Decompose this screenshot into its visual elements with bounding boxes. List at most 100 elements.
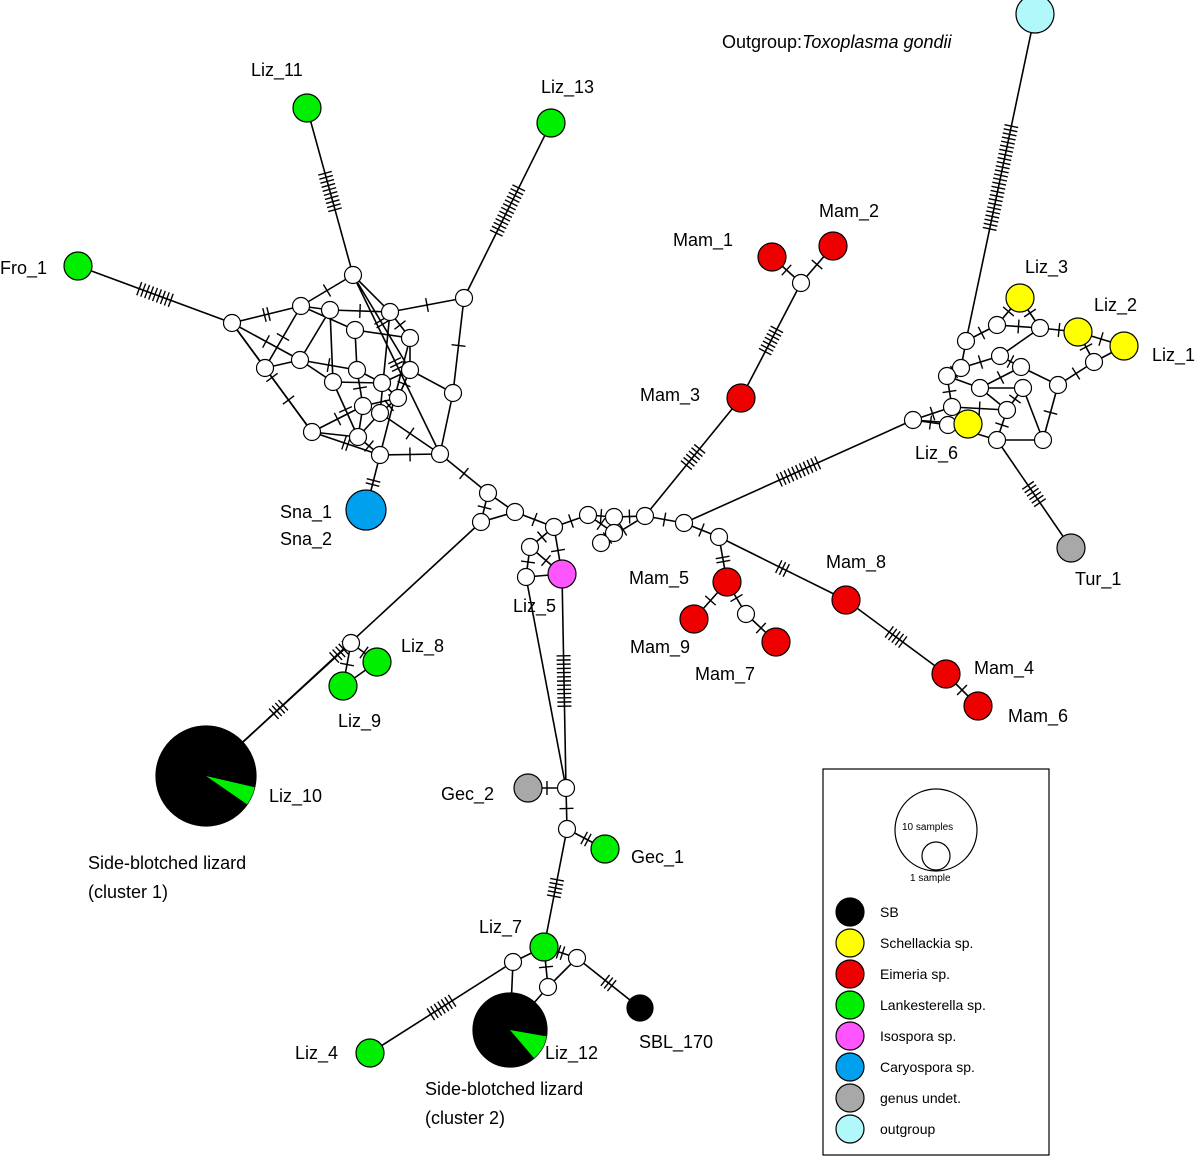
median-vector-node <box>557 819 577 839</box>
median-vector-node <box>1030 318 1050 338</box>
mutation-tick <box>704 595 717 606</box>
median-vector-node <box>1033 430 1053 450</box>
mutation-tick <box>282 395 295 405</box>
label-liz-5: Liz_5 <box>513 596 556 617</box>
mutation-tick <box>994 169 1009 174</box>
median-vector-node <box>1048 375 1068 395</box>
label-sbl-170: SBL_170 <box>639 1032 713 1053</box>
mutation-tick <box>144 284 151 299</box>
haplotype-node-sna <box>345 489 387 531</box>
haplotype-node-liz6 <box>953 409 983 439</box>
label-mam-6: Mam_6 <box>1008 706 1068 727</box>
median-vector-node <box>443 383 463 403</box>
haplotype-node-liz1 <box>1109 331 1139 361</box>
mutation-tick <box>929 406 936 421</box>
haplotype-pie-liz10-slice <box>206 776 255 805</box>
mutation-tick <box>338 405 353 414</box>
label-liz-8: Liz_8 <box>401 636 444 657</box>
mutation-tick <box>1002 132 1017 137</box>
median-vector-node <box>370 403 390 423</box>
median-vector-node <box>1013 378 1033 398</box>
mutation-tick <box>550 548 566 553</box>
mutation-tick <box>1021 480 1035 490</box>
median-vector-node <box>736 604 756 624</box>
mutation-tick <box>497 214 511 222</box>
mutation-tick <box>894 633 905 646</box>
haplotype-pie-liz12-slice <box>510 1030 547 1059</box>
mutation-tick <box>159 290 166 305</box>
median-vector-node <box>291 296 311 316</box>
outgroup-label: Outgroup:Toxoplasma gondii <box>722 32 952 52</box>
mutation-tick <box>599 508 603 524</box>
mutation-tick <box>341 435 347 450</box>
median-vector-node <box>604 507 624 527</box>
network-edge-a1-a14 <box>352 274 411 371</box>
mutation-tick <box>319 174 334 180</box>
haplotype-node-liz13 <box>536 108 566 138</box>
median-vector-node <box>372 373 392 393</box>
mutation-tick <box>140 283 147 297</box>
mutation-tick <box>339 662 355 667</box>
mutation-tick <box>998 152 1013 158</box>
median-vector-node <box>990 346 1010 366</box>
mutation-tick <box>536 531 548 543</box>
mutation-tick <box>504 199 518 207</box>
mutation-tick <box>810 457 818 472</box>
haplotype-node-liz4 <box>355 1038 385 1068</box>
median-vector-node <box>353 396 373 416</box>
network-nodes <box>63 0 1139 1068</box>
mutation-tick <box>983 222 998 227</box>
mutation-tick <box>451 343 466 348</box>
label-sb-cluster1-line2: (cluster 1) <box>88 882 168 902</box>
mutation-tick <box>662 512 667 527</box>
median-vector-node <box>951 358 971 378</box>
label-mam-4: Mam_4 <box>974 658 1034 679</box>
mutation-tick <box>389 360 404 369</box>
mutation-tick <box>1004 124 1019 129</box>
haplotype-node-mam6 <box>963 691 993 721</box>
mutation-tick <box>335 646 346 658</box>
mutation-tick <box>325 199 340 205</box>
network-edge-r11-r17 <box>1022 387 1044 441</box>
mutation-tick <box>990 189 1005 195</box>
mutation-tick <box>778 561 787 576</box>
mutation-tick <box>764 336 778 345</box>
median-vector-node <box>430 444 450 464</box>
mutation-tick <box>1017 319 1020 334</box>
mutation-tick <box>762 340 776 349</box>
mutation-tick <box>730 593 743 603</box>
mutation-tick <box>1000 144 1014 149</box>
median-vector-node <box>556 778 576 798</box>
mutation-tick <box>502 202 516 211</box>
label-liz-10: Liz_10 <box>269 786 322 807</box>
mutation-tick <box>277 699 289 711</box>
mutation-tick <box>520 560 536 564</box>
legend-size-small-label: 1 sample <box>910 873 951 884</box>
mutation-tick <box>995 422 1009 428</box>
mutation-tick <box>274 702 286 714</box>
legend-swatch <box>835 1021 865 1051</box>
haplotype-node-tur1 <box>1056 533 1086 563</box>
mutation-tick <box>977 326 986 340</box>
mutation-tick <box>477 505 492 510</box>
legend-swatch <box>835 928 865 958</box>
mutation-tick <box>986 210 1001 215</box>
mutation-tick <box>491 225 505 234</box>
mutation-tick <box>1033 498 1047 508</box>
mutation-tick <box>322 284 332 297</box>
label-mam-9: Mam_9 <box>630 637 690 658</box>
mutation-tick <box>388 357 402 365</box>
mutation-tick <box>352 386 368 390</box>
legend-item-label: outgroup <box>880 1121 935 1137</box>
mutation-tick <box>163 292 170 306</box>
mutation-tick <box>688 450 701 461</box>
mutation-tick <box>787 468 795 482</box>
median-vector-node <box>970 378 990 398</box>
haplotype-node-liz8 <box>362 647 392 677</box>
haplotype-node-liz9 <box>328 671 358 701</box>
median-vector-node <box>302 422 322 442</box>
mutation-tick <box>698 523 705 537</box>
legend-size-large-circle <box>894 788 978 872</box>
mutation-tick <box>508 191 522 200</box>
legend-swatch <box>835 990 865 1020</box>
